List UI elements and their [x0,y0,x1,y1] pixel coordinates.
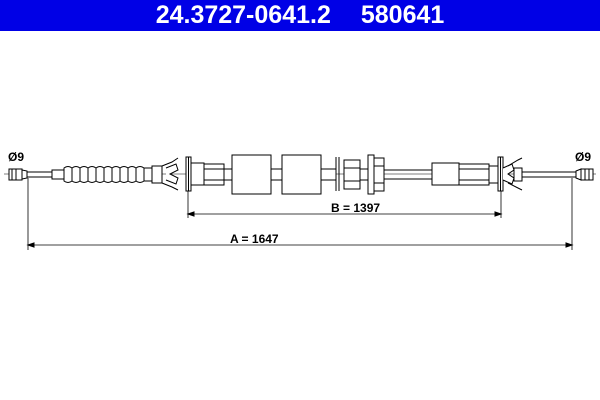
left-sleeve-icon [190,162,233,186]
right-end-fitting-icon [575,168,594,181]
right-sleeve-icon [431,162,499,186]
bellows-boot-icon [51,165,163,184]
damper-2-icon [281,154,322,195]
adjuster-nut-icon [343,159,361,190]
left-clip-icon [161,156,192,192]
damper-1-icon [231,154,272,195]
reference-number: 580641 [360,1,445,29]
bracket-icon [367,154,385,195]
left-end-fitting-icon [8,168,53,181]
left-diameter-label: Ø9 [8,150,25,164]
dimension-b-label: B = 1397 [331,201,381,215]
title-bar: 24.3727-0641.2 580641 [0,0,600,31]
part-number: 24.3727-0641.2 [155,1,331,29]
right-diameter-label: Ø9 [575,150,592,164]
dimension-a-label: A = 1647 [230,232,279,246]
